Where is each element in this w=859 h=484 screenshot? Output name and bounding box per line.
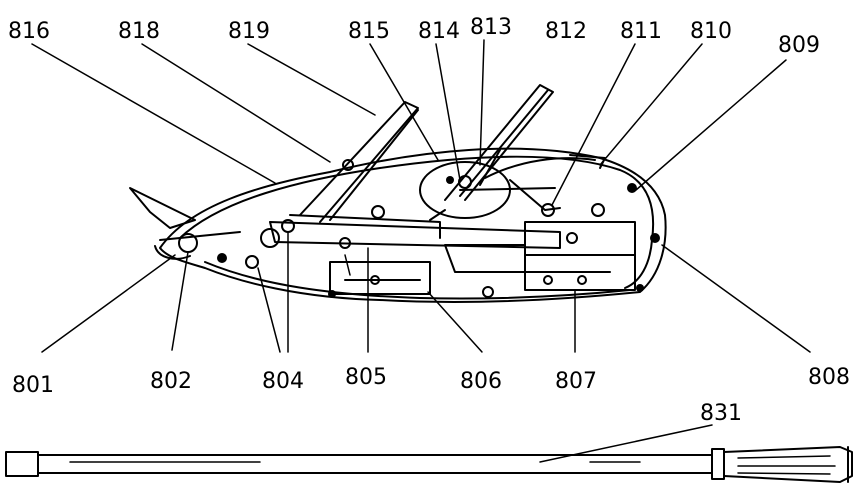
label-804: 804 <box>262 369 304 394</box>
leader-lines <box>31 39 811 463</box>
label-806: 806 <box>460 369 502 394</box>
label-802: 802 <box>150 369 192 394</box>
bolts <box>178 159 660 298</box>
label-814: 814 <box>418 19 460 44</box>
label-811: 811 <box>620 19 662 44</box>
extension-bar <box>5 446 853 483</box>
reference-labels: 816 818 819 815 814 813 812 811 810 809 … <box>8 15 850 426</box>
label-818: 818 <box>118 19 160 44</box>
label-810: 810 <box>690 19 732 44</box>
label-816: 816 <box>8 19 50 44</box>
label-801: 801 <box>12 373 54 398</box>
label-819: 819 <box>228 19 270 44</box>
label-815: 815 <box>348 19 390 44</box>
lever-handles <box>299 84 554 223</box>
label-813: 813 <box>470 15 512 40</box>
inner-mechanism <box>269 154 636 295</box>
label-831: 831 <box>700 401 742 426</box>
label-808: 808 <box>808 365 850 390</box>
label-809: 809 <box>778 33 820 58</box>
label-805: 805 <box>345 365 387 390</box>
label-807: 807 <box>555 369 597 394</box>
label-812: 812 <box>545 19 587 44</box>
